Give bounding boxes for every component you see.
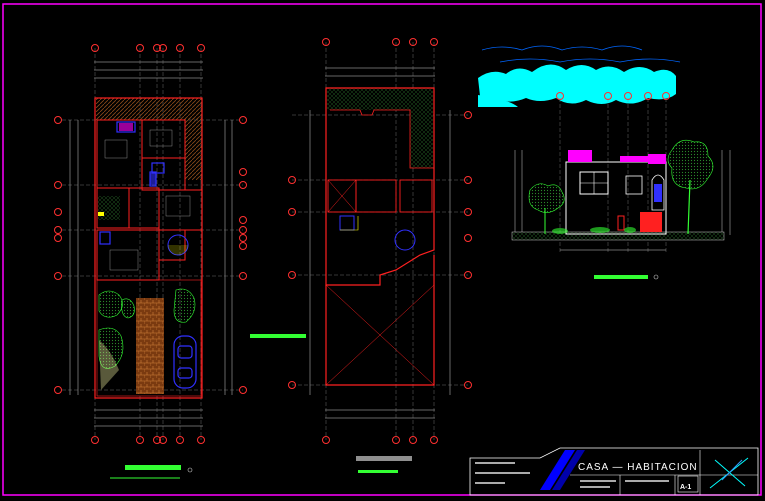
front-facade xyxy=(478,45,731,280)
facade-label xyxy=(594,275,648,279)
sheet-number: A-1 xyxy=(680,484,691,491)
logo-icon xyxy=(709,457,749,489)
tree-icon xyxy=(528,139,714,213)
sheet-border xyxy=(2,3,762,496)
upper-floor-plan xyxy=(250,38,472,473)
ground-floor-plan xyxy=(54,44,247,479)
upper-floor-label xyxy=(356,456,412,461)
project-title: CASA — HABITACION xyxy=(578,462,698,473)
title-block: CASA — HABITACION A-1 xyxy=(469,447,759,496)
ground-floor-label xyxy=(125,465,181,470)
